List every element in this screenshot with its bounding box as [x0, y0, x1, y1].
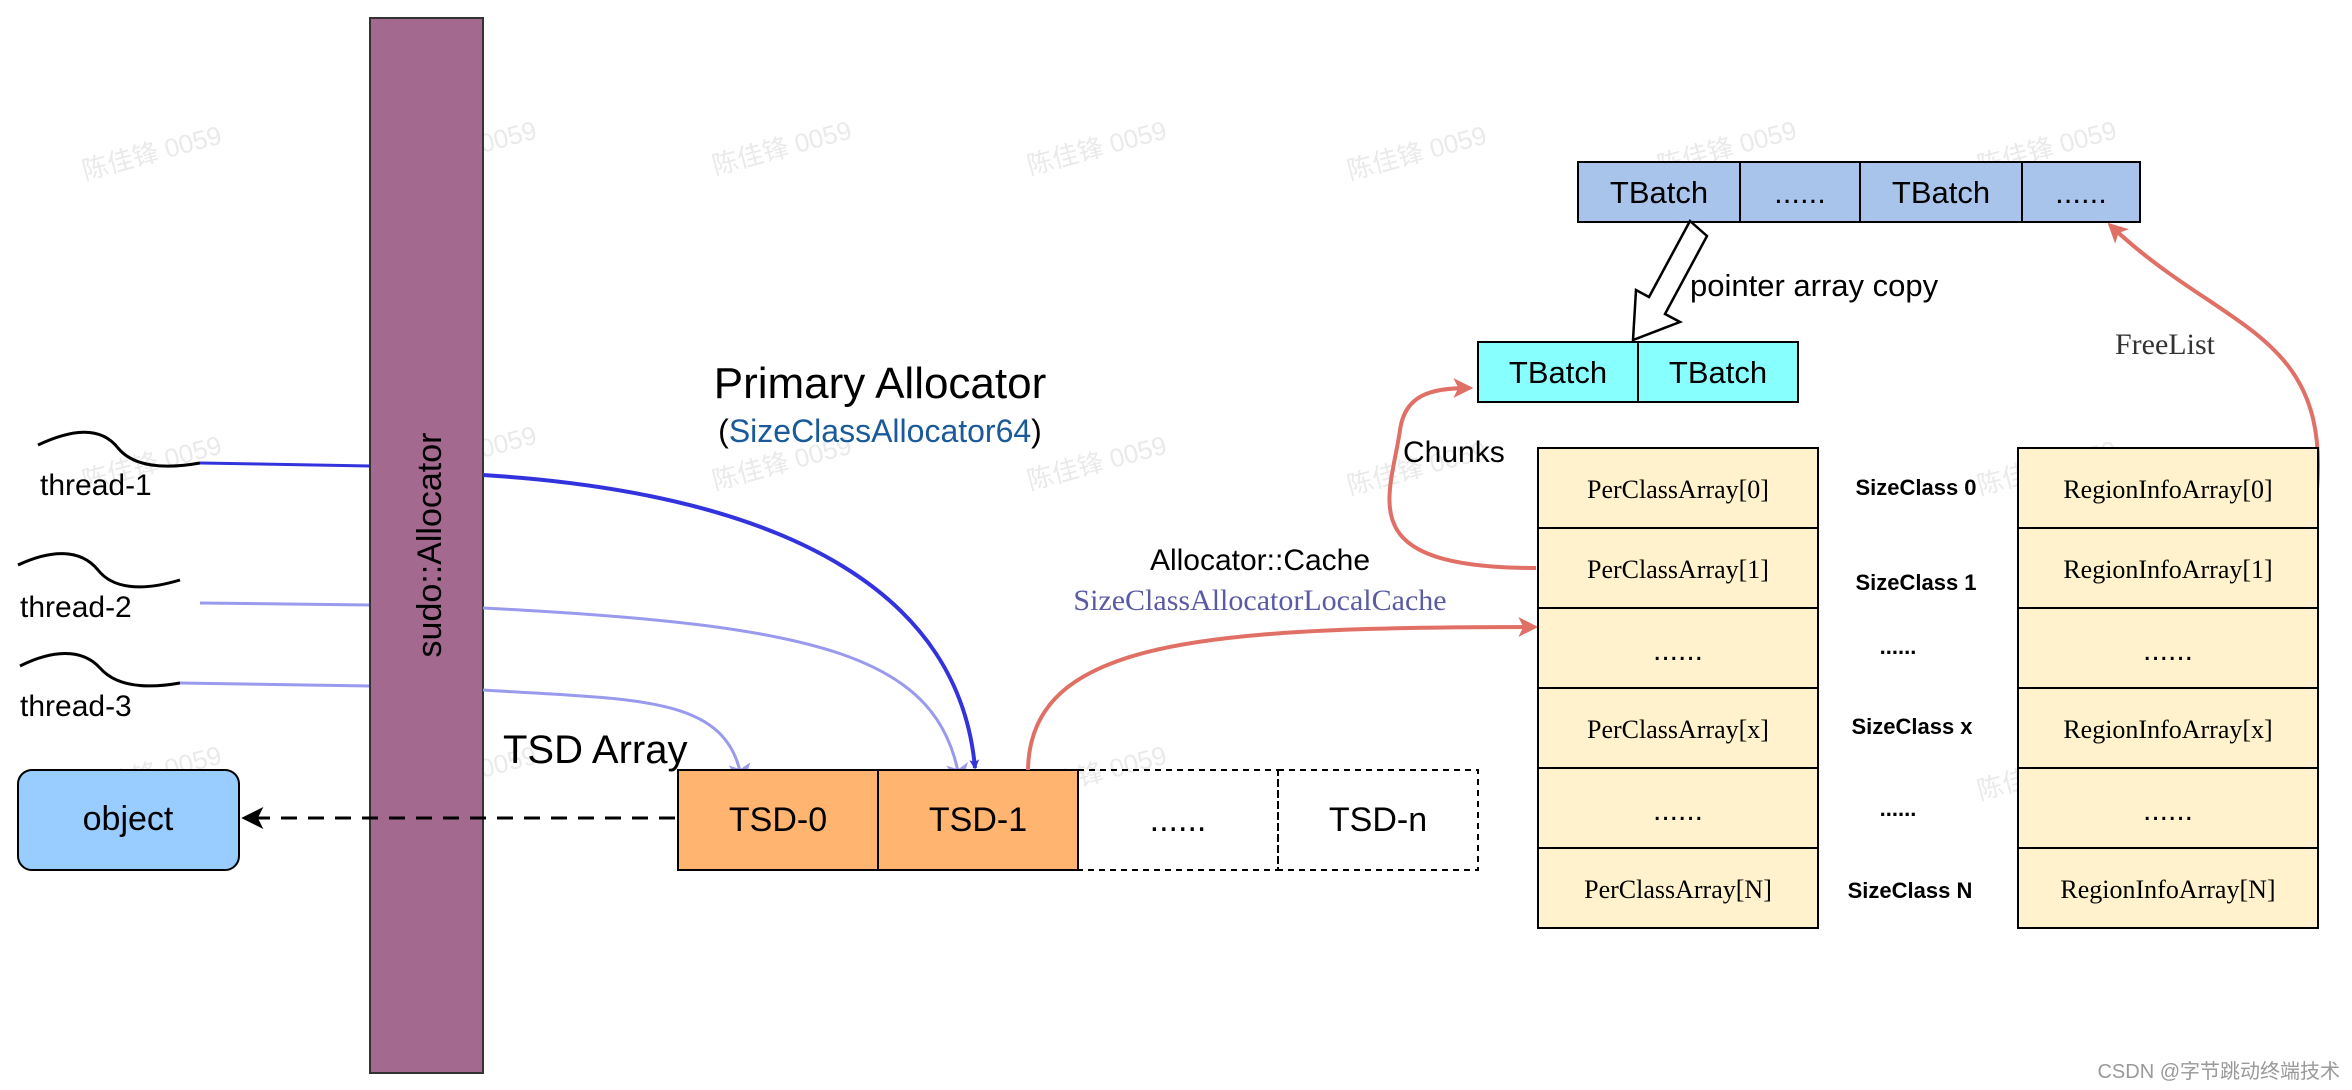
primary-allocator-title: Primary Allocator: [714, 359, 1047, 408]
per-class-array-label: ......: [1653, 794, 1703, 827]
region-info-array-cell: [2017, 847, 2319, 929]
size-class-label: SizeClass N: [1848, 878, 1973, 903]
per-class-array-cell: [1537, 607, 1819, 689]
tsd-cell-1: [877, 769, 1079, 871]
size-class-label: ......: [1880, 634, 1917, 659]
tsd-cell-0-label: TSD-0: [729, 801, 827, 839]
region-info-array-cell: [2017, 767, 2319, 849]
thread-3-to-tsd-0-arrow: [482, 688, 751, 786]
allocator-bar: sudo::Allocator: [369, 17, 484, 1074]
pointer-copy-arrow: [1631, 219, 1709, 342]
size-class-label: SizeClass x: [1851, 714, 1973, 739]
thread-1-to-tsd-1-arrow: [482, 473, 980, 770]
per-class-array-label: PerClassArray[1]: [1587, 555, 1769, 584]
region-info-array-label: RegionInfoArray[0]: [2063, 475, 2272, 504]
region-info-array-cell: [2017, 527, 2319, 609]
per-class-array-cell: [1537, 527, 1819, 609]
size-class-allocator-64: SizeClassAllocator64: [729, 413, 1031, 449]
per-class-array-cell: [1537, 847, 1819, 929]
size-class-label: SizeClass 1: [1855, 570, 1976, 595]
tsd-cell-0: [677, 769, 879, 871]
thread-1-line: [199, 461, 371, 468]
subtitle-open-paren: (: [718, 413, 729, 449]
region-info-array-label: ......: [2143, 794, 2193, 827]
chunks-label: Chunks: [1403, 436, 1505, 469]
object-box-rect: [17, 769, 240, 871]
top-tbatch-2-label: TBatch: [1892, 175, 1990, 210]
thread-2-label: thread-2: [20, 591, 132, 624]
top-tbatch-1-label: ......: [1774, 175, 1826, 210]
cache-subtitle: SizeClassAllocatorLocalCache: [1073, 584, 1446, 617]
thread-3-line: [179, 681, 371, 688]
region-info-array-label: ......: [2143, 634, 2193, 667]
top-tbatch-row: TBatch ...... TBatch ......: [1577, 161, 2141, 223]
pointer-copy-label: pointer array copy: [1690, 268, 1939, 303]
tsd-cell-3-label: TSD-n: [1329, 801, 1427, 839]
watermark: 陈佳锋 0059: [1344, 120, 1490, 186]
region-info-array-label: RegionInfoArray[N]: [2060, 875, 2275, 904]
tsd-cell-1-label: TSD-1: [929, 801, 1027, 839]
per-class-array-cell: [1537, 687, 1819, 769]
watermark: 陈佳锋 0059: [1024, 430, 1170, 496]
tsd-array-label: TSD Array: [503, 728, 687, 772]
thread-2-squiggle: [17, 552, 181, 589]
per-class-array-cell: [1537, 767, 1819, 849]
tsd-to-cache-arrow: [1026, 617, 1539, 771]
thread-1-group: thread-1: [37, 430, 201, 502]
watermark: 陈佳锋 0059: [1024, 115, 1170, 181]
per-class-array-label: PerClassArray[0]: [1587, 475, 1769, 504]
copy-tbatch-1: [1637, 341, 1799, 403]
thread-2-to-tsd-1-arrow: [482, 606, 968, 786]
per-class-array: PerClassArray[0] PerClassArray[1] ......…: [1537, 447, 1819, 929]
thread-2-group: thread-2: [17, 552, 181, 624]
per-class-array-label: PerClassArray[N]: [1584, 875, 1772, 904]
allocator-bar-rect: [369, 17, 484, 1074]
top-tbatch-3-label: ......: [2055, 175, 2107, 210]
allocator-bar-label: sudo::Allocator: [411, 433, 449, 658]
thread-3-label: thread-3: [20, 690, 132, 723]
freelist-arrow: [2107, 222, 2321, 491]
top-tbatch-2: [1859, 161, 2023, 223]
region-info-array-label: RegionInfoArray[x]: [2063, 715, 2272, 744]
size-class-label: SizeClass 0: [1855, 475, 1976, 500]
watermark: 陈佳锋 0059: [79, 120, 225, 186]
per-class-array-label: ......: [1653, 634, 1703, 667]
per-class-array-cell: [1537, 447, 1819, 529]
subtitle-close-paren: ): [1031, 413, 1042, 449]
top-tbatch-0: [1577, 161, 1741, 223]
region-info-array: RegionInfoArray[0] RegionInfoArray[1] ..…: [2017, 447, 2319, 929]
per-class-array-label: PerClassArray[x]: [1587, 715, 1769, 744]
copy-tbatch-0-label: TBatch: [1509, 355, 1607, 390]
region-info-array-label: RegionInfoArray[1]: [2063, 555, 2272, 584]
object-box-label: object: [83, 800, 174, 838]
chunks-arrow: [1387, 378, 1537, 570]
thread-2-line: [199, 601, 371, 607]
top-tbatch-0-label: TBatch: [1610, 175, 1708, 210]
copy-tbatch-row: TBatch TBatch: [1477, 341, 1799, 403]
footer-credit: CSDN @字节跳动终端技术: [2097, 1060, 2340, 1083]
tsd-cell-2: [1077, 769, 1279, 871]
thread-1-squiggle: [37, 430, 201, 468]
cache-title: Allocator::Cache: [1150, 544, 1370, 577]
freelist-label: FreeList: [2115, 328, 2216, 361]
thread-3-squiggle: [19, 652, 181, 688]
top-tbatch-3: [2021, 161, 2141, 223]
object-box: object: [17, 769, 240, 871]
top-tbatch-1: [1739, 161, 1861, 223]
tsd-cell-2-label: ......: [1150, 801, 1207, 839]
thread-3-group: thread-3: [19, 652, 181, 723]
watermark: 陈佳锋 0059: [709, 115, 855, 181]
thread-1-label: thread-1: [40, 469, 152, 502]
copy-tbatch-1-label: TBatch: [1669, 355, 1767, 390]
copy-tbatch-0: [1477, 341, 1639, 403]
size-class-label: ......: [1880, 796, 1917, 821]
tsd-cell-3: [1277, 769, 1479, 871]
tsd-array: TSD-0 TSD-1 ...... TSD-n: [677, 769, 1479, 871]
size-class-labels: SizeClass 0 SizeClass 1 ...... SizeClass…: [1848, 475, 1977, 903]
primary-allocator-subtitle: (SizeClassAllocator64): [718, 413, 1042, 449]
